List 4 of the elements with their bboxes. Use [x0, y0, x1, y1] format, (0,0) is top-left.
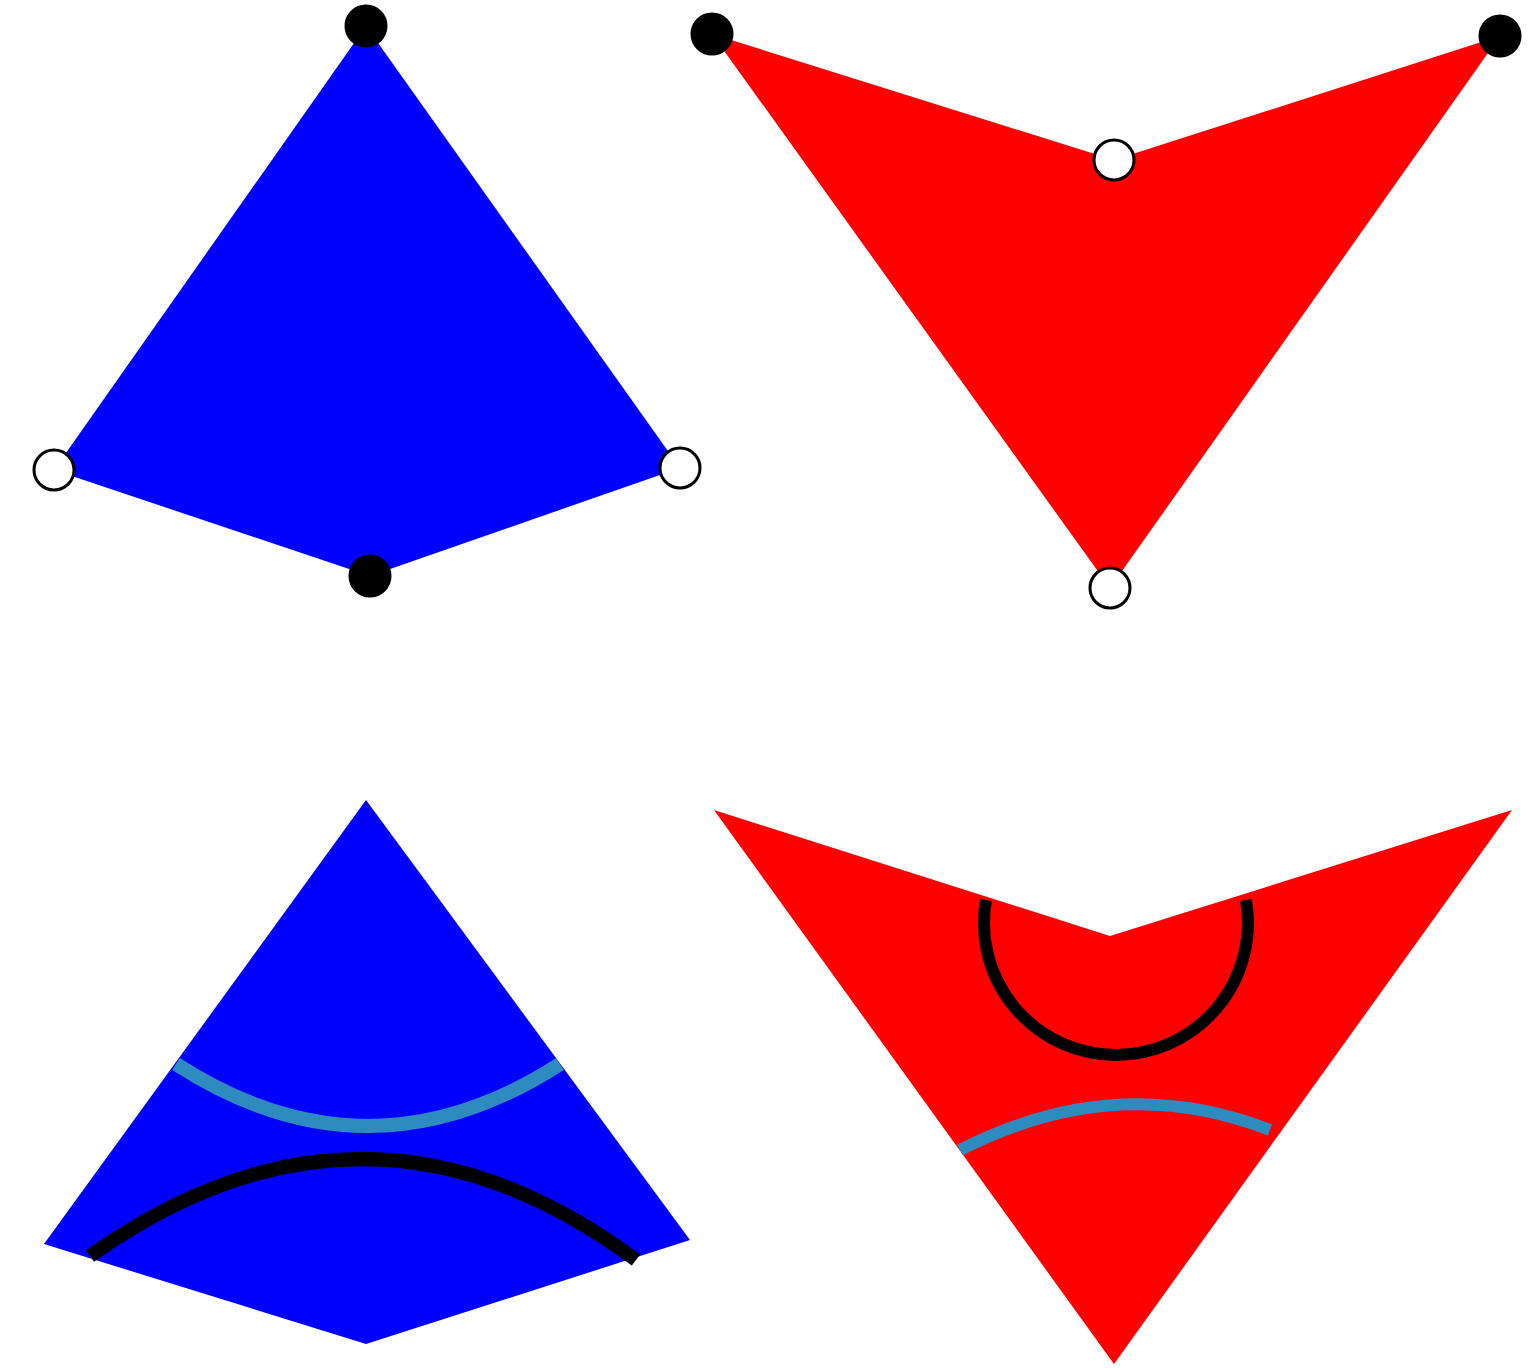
dart-drawing	[690, 12, 1522, 610]
kite-drawing	[44, 800, 690, 1344]
dart-drawing	[714, 810, 1512, 1364]
kite-drawing	[32, 4, 702, 598]
